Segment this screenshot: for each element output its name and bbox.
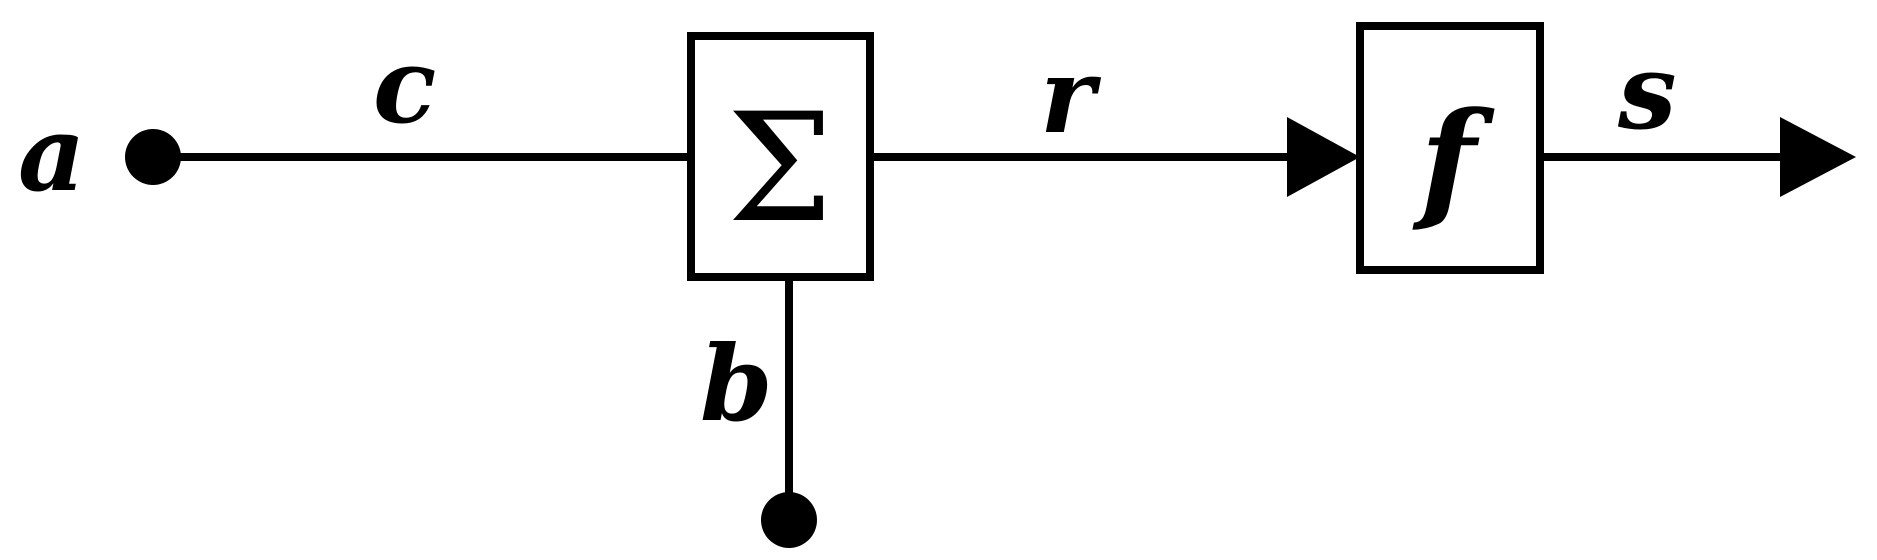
label-r: r	[1040, 34, 1102, 157]
label-a: a	[18, 92, 85, 215]
label-c: c	[373, 24, 436, 147]
function-block	[1356, 22, 1544, 274]
sigma-symbol: Σ	[727, 82, 833, 256]
label-s: s	[1617, 30, 1677, 153]
arrowhead-s	[1780, 117, 1856, 197]
label-b: b	[700, 322, 773, 445]
arrowhead-r	[1287, 117, 1360, 197]
input-node-b	[761, 492, 817, 548]
